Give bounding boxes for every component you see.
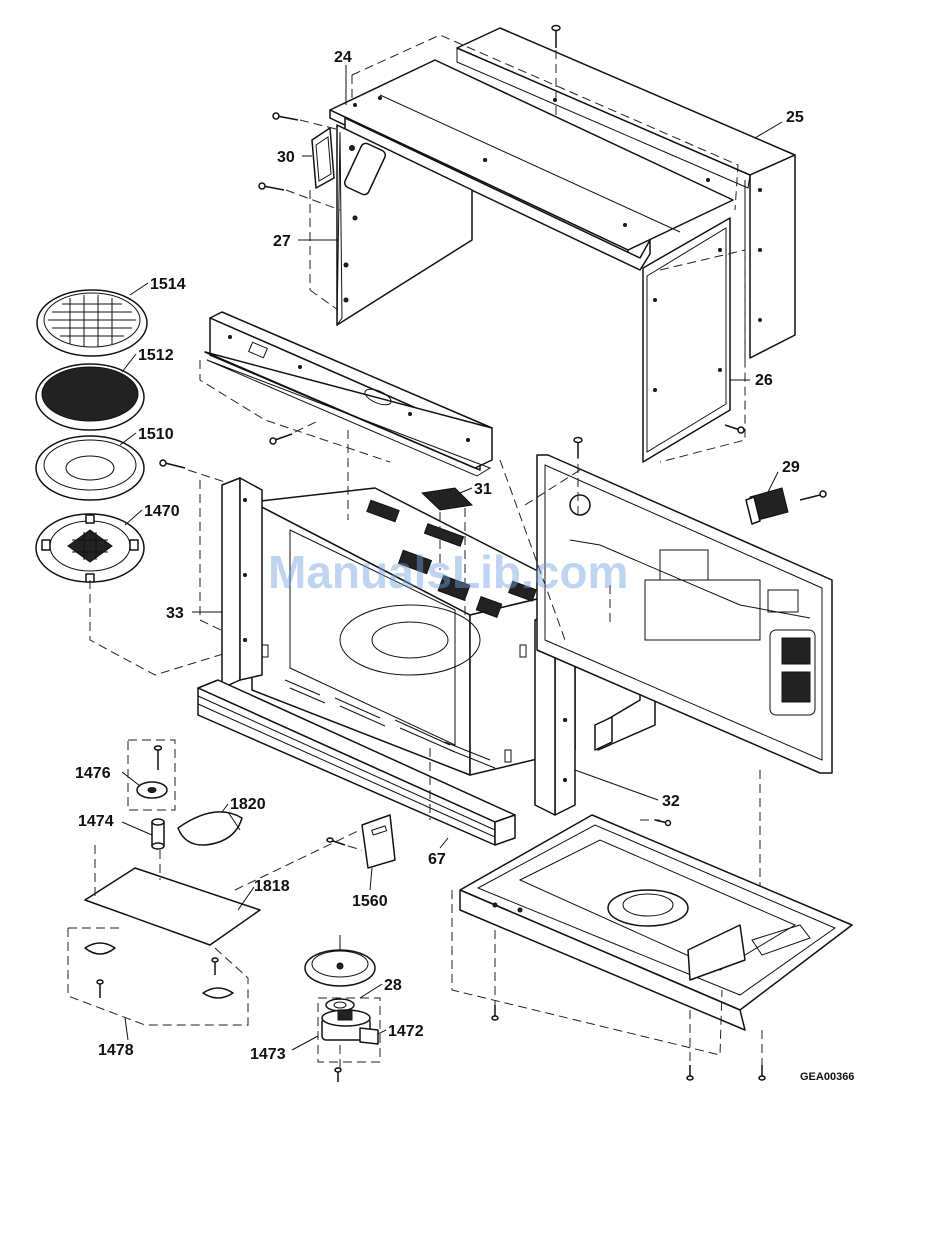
upper-bracket-rail	[200, 312, 492, 476]
label-1560: 1560	[352, 893, 388, 910]
label-24: 24	[334, 49, 352, 66]
label-1514: 1514	[150, 276, 186, 293]
crisper-pan-1512	[36, 364, 144, 430]
label-29: 29	[782, 459, 800, 476]
drawing-code: GEA00366	[800, 1071, 854, 1083]
label-1512: 1512	[138, 347, 174, 364]
label-1510: 1510	[138, 426, 174, 443]
back-panel	[537, 438, 832, 774]
label-1476: 1476	[75, 765, 111, 782]
label-1474: 1474	[78, 813, 114, 830]
roller-pin-1474	[152, 819, 164, 849]
label-30: 30	[277, 149, 295, 166]
label-67: 67	[428, 851, 446, 868]
label-25: 25	[786, 109, 804, 126]
label-27: 27	[273, 233, 291, 250]
damper-29	[746, 488, 826, 524]
label-32: 32	[662, 793, 680, 810]
left-frame-33	[160, 460, 262, 688]
fuse-holder-1560	[327, 815, 395, 868]
glass-plate-1818	[85, 845, 260, 945]
label-1472: 1472	[388, 1023, 424, 1040]
base-plate	[452, 815, 852, 1055]
label-31: 31	[474, 481, 492, 498]
cover-1820	[178, 812, 242, 845]
watermark: ManualsLib.com	[268, 546, 628, 598]
label-1478: 1478	[98, 1042, 134, 1059]
label-28: 28	[384, 977, 402, 994]
turntable-tray-1510	[36, 436, 144, 500]
turntable-coupler-28	[305, 935, 375, 986]
label-33: 33	[166, 605, 184, 622]
label-1818: 1818	[254, 878, 290, 895]
label-1470: 1470	[144, 503, 180, 520]
right-side-panel-26	[643, 218, 745, 462]
motor-assembly-1473	[318, 998, 380, 1082]
label-26: 26	[755, 372, 773, 389]
hinge-assembly-1476	[128, 740, 175, 810]
grill-rack-1514	[37, 290, 147, 356]
label-1473: 1473	[250, 1046, 286, 1063]
bracket-30	[312, 128, 334, 188]
roller-ring-1470	[36, 514, 144, 582]
mount-assembly-1478	[68, 928, 248, 1025]
label-1820: 1820	[230, 796, 266, 813]
